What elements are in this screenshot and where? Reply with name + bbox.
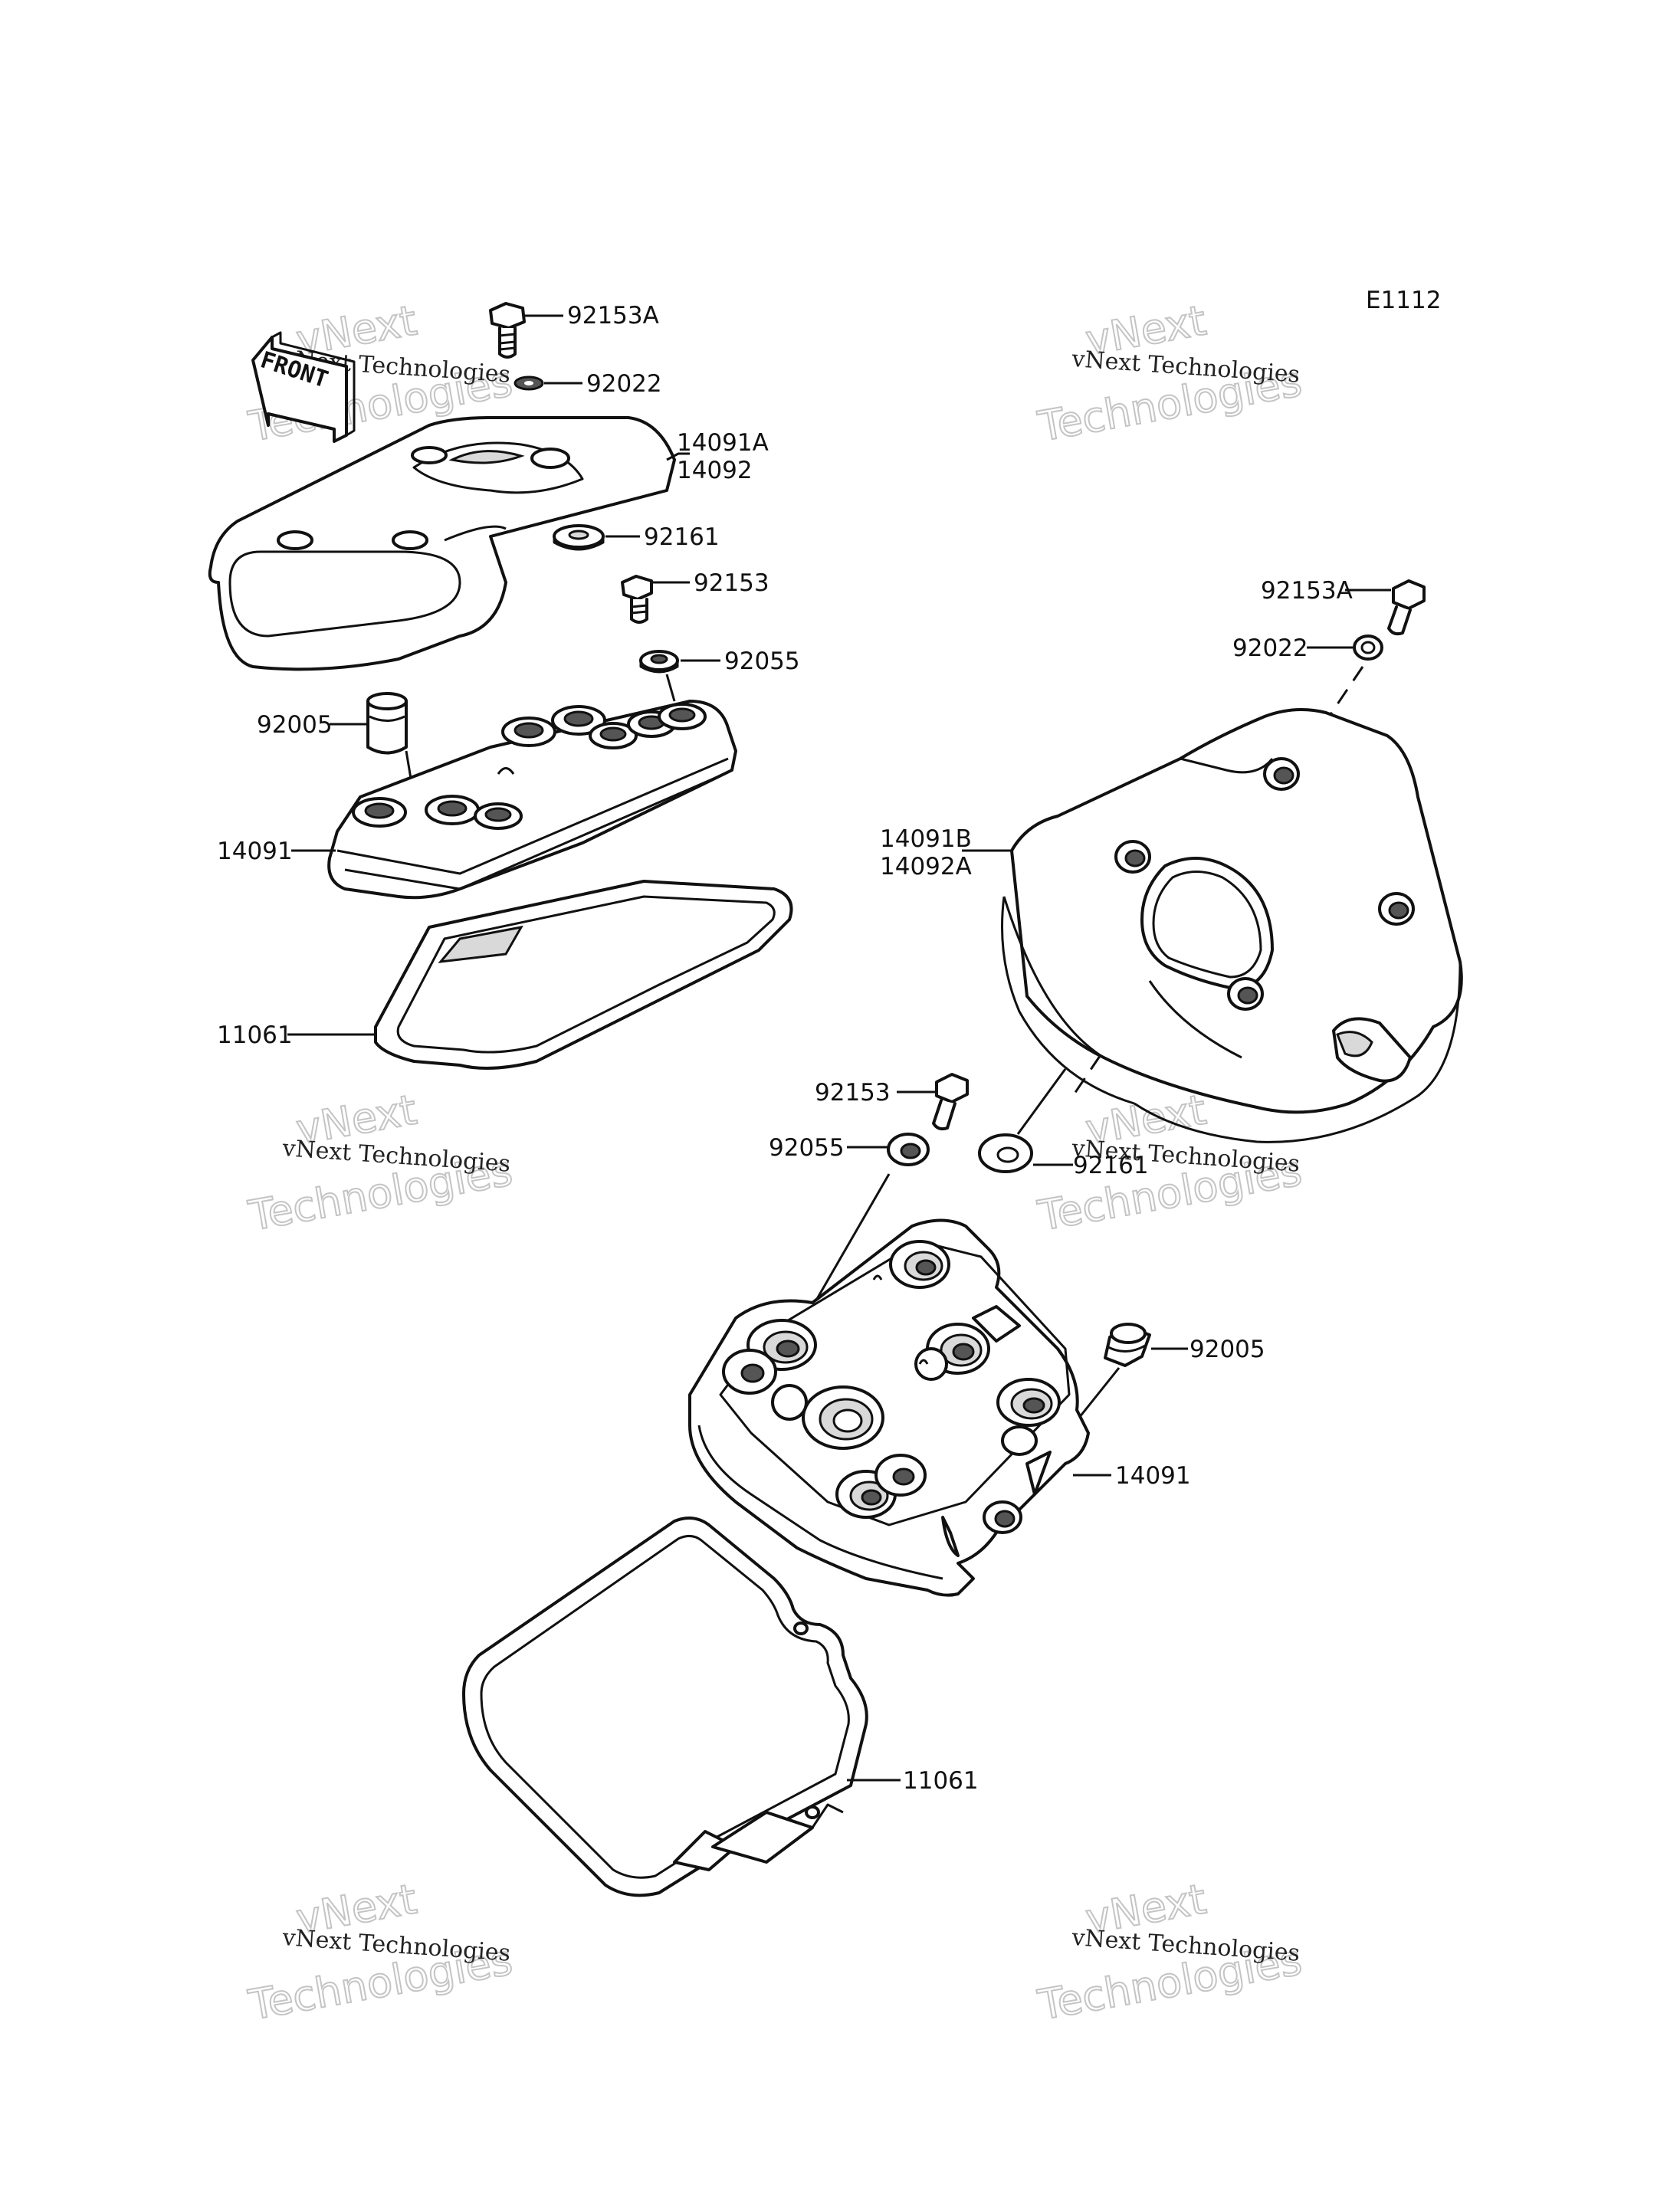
label-14091a: 14091A [677, 429, 769, 457]
label-92022-right: 92022 [1232, 635, 1308, 662]
washer-92022-top-icon [514, 375, 544, 391]
gasket-11061-top-icon [374, 880, 793, 1070]
label-92153-mid: 92153 [815, 1079, 891, 1107]
bolt-92153a-top-icon [489, 302, 526, 359]
washer-92161-top-icon [553, 524, 605, 551]
gasket-11061-bottom-icon [462, 1517, 868, 1897]
label-92153a-right: 92153A [1261, 577, 1353, 605]
bolt-92153a-right-icon [1387, 579, 1426, 636]
label-92055-mid: 92055 [769, 1134, 845, 1162]
cover-14091a-icon [208, 416, 676, 671]
leader-92055-to-cover [665, 674, 676, 702]
label-92055-top: 92055 [724, 648, 800, 675]
front-arrow-icon: FRONT [251, 331, 356, 443]
bolt-92153-mid-icon [932, 1073, 969, 1131]
label-92005-top: 92005 [257, 711, 333, 739]
label-92153-top: 92153 [694, 569, 769, 597]
washer-92055-top-icon [639, 650, 679, 674]
valve-cover-14091-top-icon [327, 700, 737, 900]
leader-14091a [666, 452, 690, 461]
valve-cover-14091-bottom-icon [688, 1218, 1090, 1597]
label-92153a-top: 92153A [567, 302, 659, 330]
bolt-92153-top-icon [621, 575, 653, 624]
dowel-pin-92005-top-icon [366, 692, 408, 755]
washer-92022-right-icon [1353, 635, 1383, 661]
washer-92161-mid-icon [978, 1133, 1033, 1173]
label-11061-bottom: 11061 [903, 1767, 979, 1795]
label-14091-bottom: 14091 [1115, 1462, 1191, 1490]
dowel-pin-92005-right-icon [1104, 1323, 1151, 1367]
washer-92055-mid-icon [887, 1133, 930, 1166]
label-92005-right: 92005 [1189, 1336, 1265, 1363]
label-14091b: 14091B [880, 825, 972, 853]
label-11061-top: 11061 [217, 1021, 293, 1049]
leader-92161-to-cover [1016, 1068, 1067, 1135]
label-14092: 14092 [677, 457, 753, 484]
label-92161-top: 92161 [644, 523, 720, 551]
label-92161-mid: 92161 [1073, 1152, 1149, 1179]
label-14092a: 14092A [880, 853, 972, 880]
diagram-code: E1112 [1366, 287, 1441, 314]
label-14091-top: 14091 [217, 838, 293, 865]
cover-14091b-icon [1001, 708, 1463, 1143]
label-92022-top: 92022 [586, 370, 662, 398]
